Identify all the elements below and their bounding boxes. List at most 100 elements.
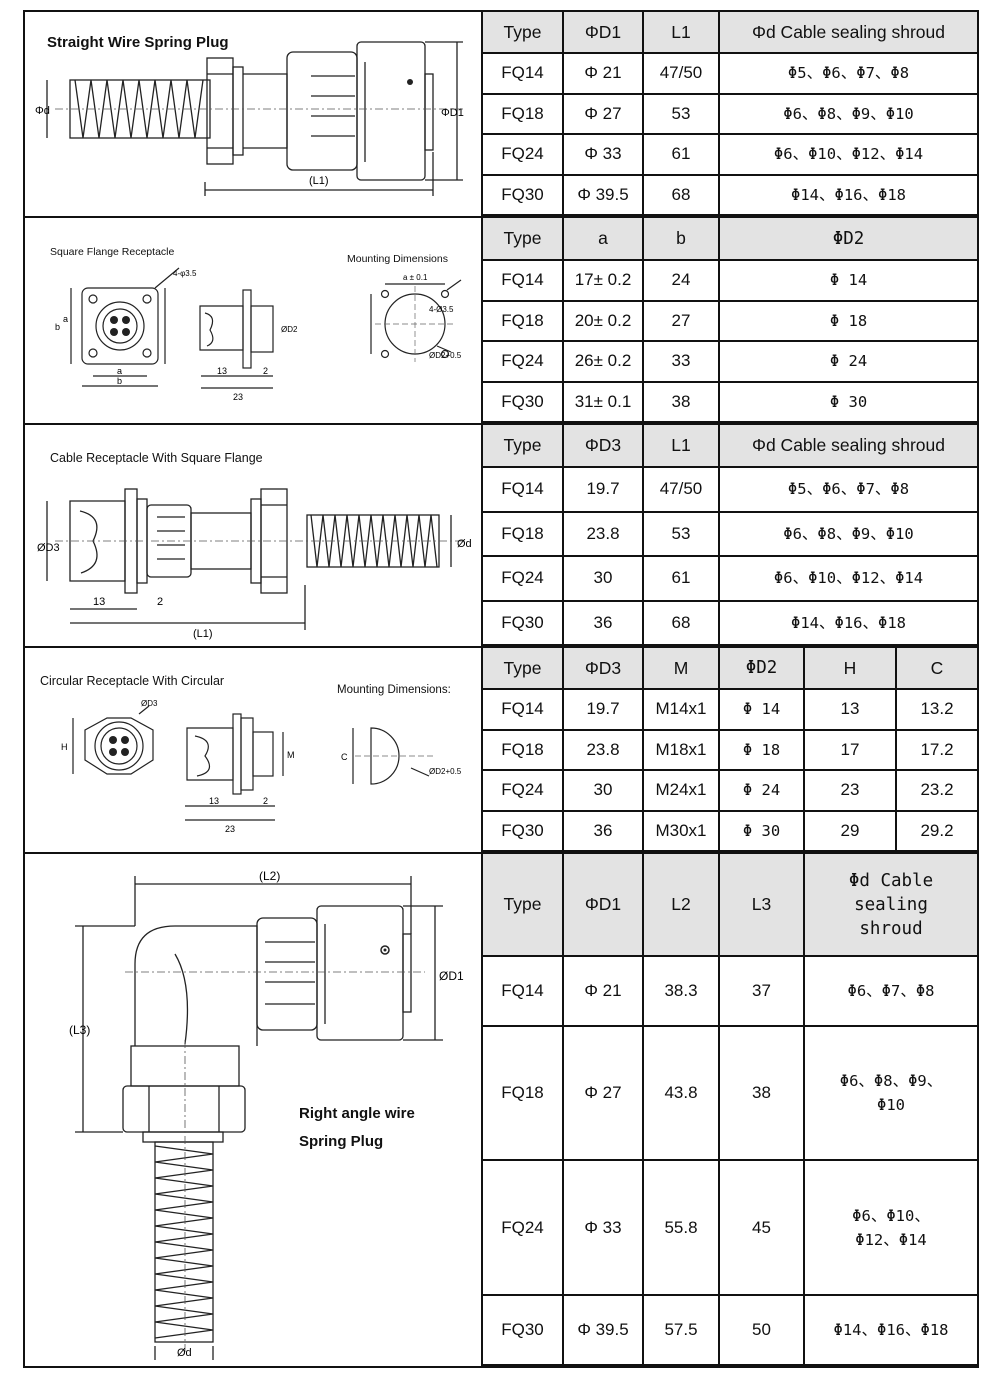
- table-right-angle-plug: Type ΦD1 L2 L3 Φd Cable sealing shroud F…: [483, 854, 977, 1366]
- cell: 23.8: [562, 510, 644, 557]
- mount-d2-tol: ØD2+0.5: [429, 767, 462, 776]
- col-header: ΦD3: [562, 425, 644, 468]
- cell: Φ14、Φ16、Φ18: [718, 599, 977, 646]
- col-header: L2: [642, 854, 720, 957]
- cell: FQ30: [483, 1294, 564, 1366]
- cell: Φ 21: [562, 52, 644, 95]
- title-line-2: Spring Plug: [299, 1133, 384, 1150]
- cell: 43.8: [642, 1024, 720, 1162]
- cell: 36: [562, 599, 644, 646]
- cell: FQ14: [483, 52, 564, 95]
- col-header: L3: [718, 854, 805, 957]
- cell: Φ 21: [562, 955, 644, 1027]
- section-square-flange: Square Flange Receptacle Mounting Dimens…: [25, 218, 977, 425]
- drawing-straight-plug: Straight Wire Spring Plug: [25, 12, 483, 216]
- dim-d3-label: ØD3: [141, 699, 158, 708]
- cell: 24: [642, 259, 720, 302]
- table-row: FQ30 36 68 Φ14、Φ16、Φ18: [483, 599, 977, 646]
- dim-l2-label: (L2): [259, 869, 280, 883]
- table-row: FQ14 19.7 47/50 Φ5、Φ6、Φ7、Φ8: [483, 466, 977, 513]
- table-row: FQ24 30 M24x1 Φ 24 23 23.2: [483, 769, 977, 812]
- section-title: Square Flange Receptacle: [50, 246, 175, 258]
- right-angle-plug-drawing: (L2) (L3) ØD1 Ød: [69, 869, 464, 1360]
- dim-a-bottom: a: [117, 366, 122, 376]
- table-row: FQ30 31± 0.1 38 Φ 30: [483, 380, 977, 423]
- dim-d1-label: ØD1: [439, 969, 464, 983]
- cell: 17.2: [895, 728, 977, 771]
- cell: 68: [642, 599, 720, 646]
- cell: Φ6、Φ7、Φ8: [803, 955, 977, 1027]
- table-row: FQ18 23.8 M18x1 Φ 18 17 17.2: [483, 728, 977, 771]
- table-circular-receptacle: Type ΦD3 M ΦD2 H C FQ14 19.7 M14x1 Φ 14 …: [483, 648, 977, 852]
- cell: Φ 39.5: [562, 173, 644, 216]
- cell: Φ 30: [718, 380, 977, 423]
- cell: FQ24: [483, 769, 564, 812]
- dim-13-label: 13: [93, 596, 105, 608]
- dim-h-label: H: [61, 742, 68, 752]
- dim-13-label: 13: [217, 366, 227, 376]
- cell: 37: [718, 955, 805, 1027]
- cell: 33: [642, 340, 720, 383]
- table-row: FQ24 30 61 Φ6、Φ10、Φ12、Φ14: [483, 555, 977, 602]
- cell: FQ30: [483, 599, 564, 646]
- cell: Φ 18: [718, 299, 977, 342]
- cell: M18x1: [642, 728, 720, 771]
- cell: FQ24: [483, 340, 564, 383]
- col-header: ΦD2: [718, 648, 805, 690]
- table-row: FQ14 Φ 21 38.3 37 Φ6、Φ7、Φ8: [483, 955, 977, 1027]
- spec-sheet: Straight Wire Spring Plug: [23, 10, 979, 1368]
- cell: 29: [803, 809, 897, 852]
- cell: 30: [562, 555, 644, 602]
- circular-receptacle-drawing: ØD3 H M C ØD2+0.5 13 2 23: [61, 699, 462, 834]
- drawing-right-angle-plug: Right angle wire Spring Plug: [25, 854, 483, 1366]
- drawing-square-flange: Square Flange Receptacle Mounting Dimens…: [25, 218, 483, 423]
- cell: FQ30: [483, 173, 564, 216]
- cell: 61: [642, 133, 720, 176]
- col-header: Φd Cable sealing shroud: [718, 425, 977, 468]
- holes-label: 4-φ3.5: [173, 269, 197, 278]
- table-straight-plug: Type ΦD1 L1 Φd Cable sealing shroud FQ14…: [483, 12, 977, 216]
- cell: Φ6、Φ10、Φ12、Φ14: [718, 555, 977, 602]
- dim-l1-label: (L1): [193, 628, 213, 640]
- cell: 57.5: [642, 1294, 720, 1366]
- section-title: Circular Receptacle With Circular: [40, 674, 225, 688]
- cell: FQ24: [483, 1159, 564, 1297]
- cell: 36: [562, 809, 644, 852]
- col-header: ΦD2: [718, 218, 977, 261]
- mounting-title: Mounting Dimensions: [347, 253, 448, 265]
- cell: Φ6、Φ10、Φ12、Φ14: [803, 1159, 977, 1297]
- cell: FQ18: [483, 728, 564, 771]
- cell: FQ18: [483, 1024, 564, 1162]
- col-header: Φd Cable sealing shroud: [718, 12, 977, 54]
- cell: 68: [642, 173, 720, 216]
- cell: FQ14: [483, 688, 564, 731]
- mount-d2-tol: ØD2+0.5: [429, 351, 462, 360]
- dim-b-bottom: b: [117, 376, 122, 386]
- table-row: FQ14 19.7 M14x1 Φ 14 13 13.2: [483, 688, 977, 731]
- dim-c-label: C: [341, 752, 348, 762]
- cell: FQ18: [483, 92, 564, 135]
- dim-m-label: M: [287, 750, 295, 760]
- cell: FQ14: [483, 466, 564, 513]
- section-straight-plug: Straight Wire Spring Plug: [25, 12, 977, 218]
- cell: Φ 27: [562, 1024, 644, 1162]
- col-header: ΦD1: [562, 12, 644, 54]
- cell: 17: [803, 728, 897, 771]
- cell: 47/50: [642, 466, 720, 513]
- col-header: ΦD3: [562, 648, 644, 690]
- cell: 13.2: [895, 688, 977, 731]
- title-line-1: Right angle wire: [299, 1105, 415, 1122]
- dim-b-label: b: [55, 322, 60, 332]
- cell: 53: [642, 510, 720, 557]
- dim-13-label: 13: [209, 796, 219, 806]
- cell: Φ 14: [718, 259, 977, 302]
- cell: 38: [642, 380, 720, 423]
- drawing-circular-receptacle: Circular Receptacle With Circular Mounti…: [25, 648, 483, 852]
- col-header: Type: [483, 12, 564, 54]
- cell: Φ 24: [718, 340, 977, 383]
- table-row: FQ24 26± 0.2 33 Φ 24: [483, 340, 977, 383]
- table-row: FQ18 20± 0.2 27 Φ 18: [483, 299, 977, 342]
- cell: FQ14: [483, 259, 564, 302]
- table-row: FQ30 36 M30x1 Φ 30 29 29.2: [483, 809, 977, 852]
- table-row: FQ24 Φ 33 61 Φ6、Φ10、Φ12、Φ14: [483, 133, 977, 176]
